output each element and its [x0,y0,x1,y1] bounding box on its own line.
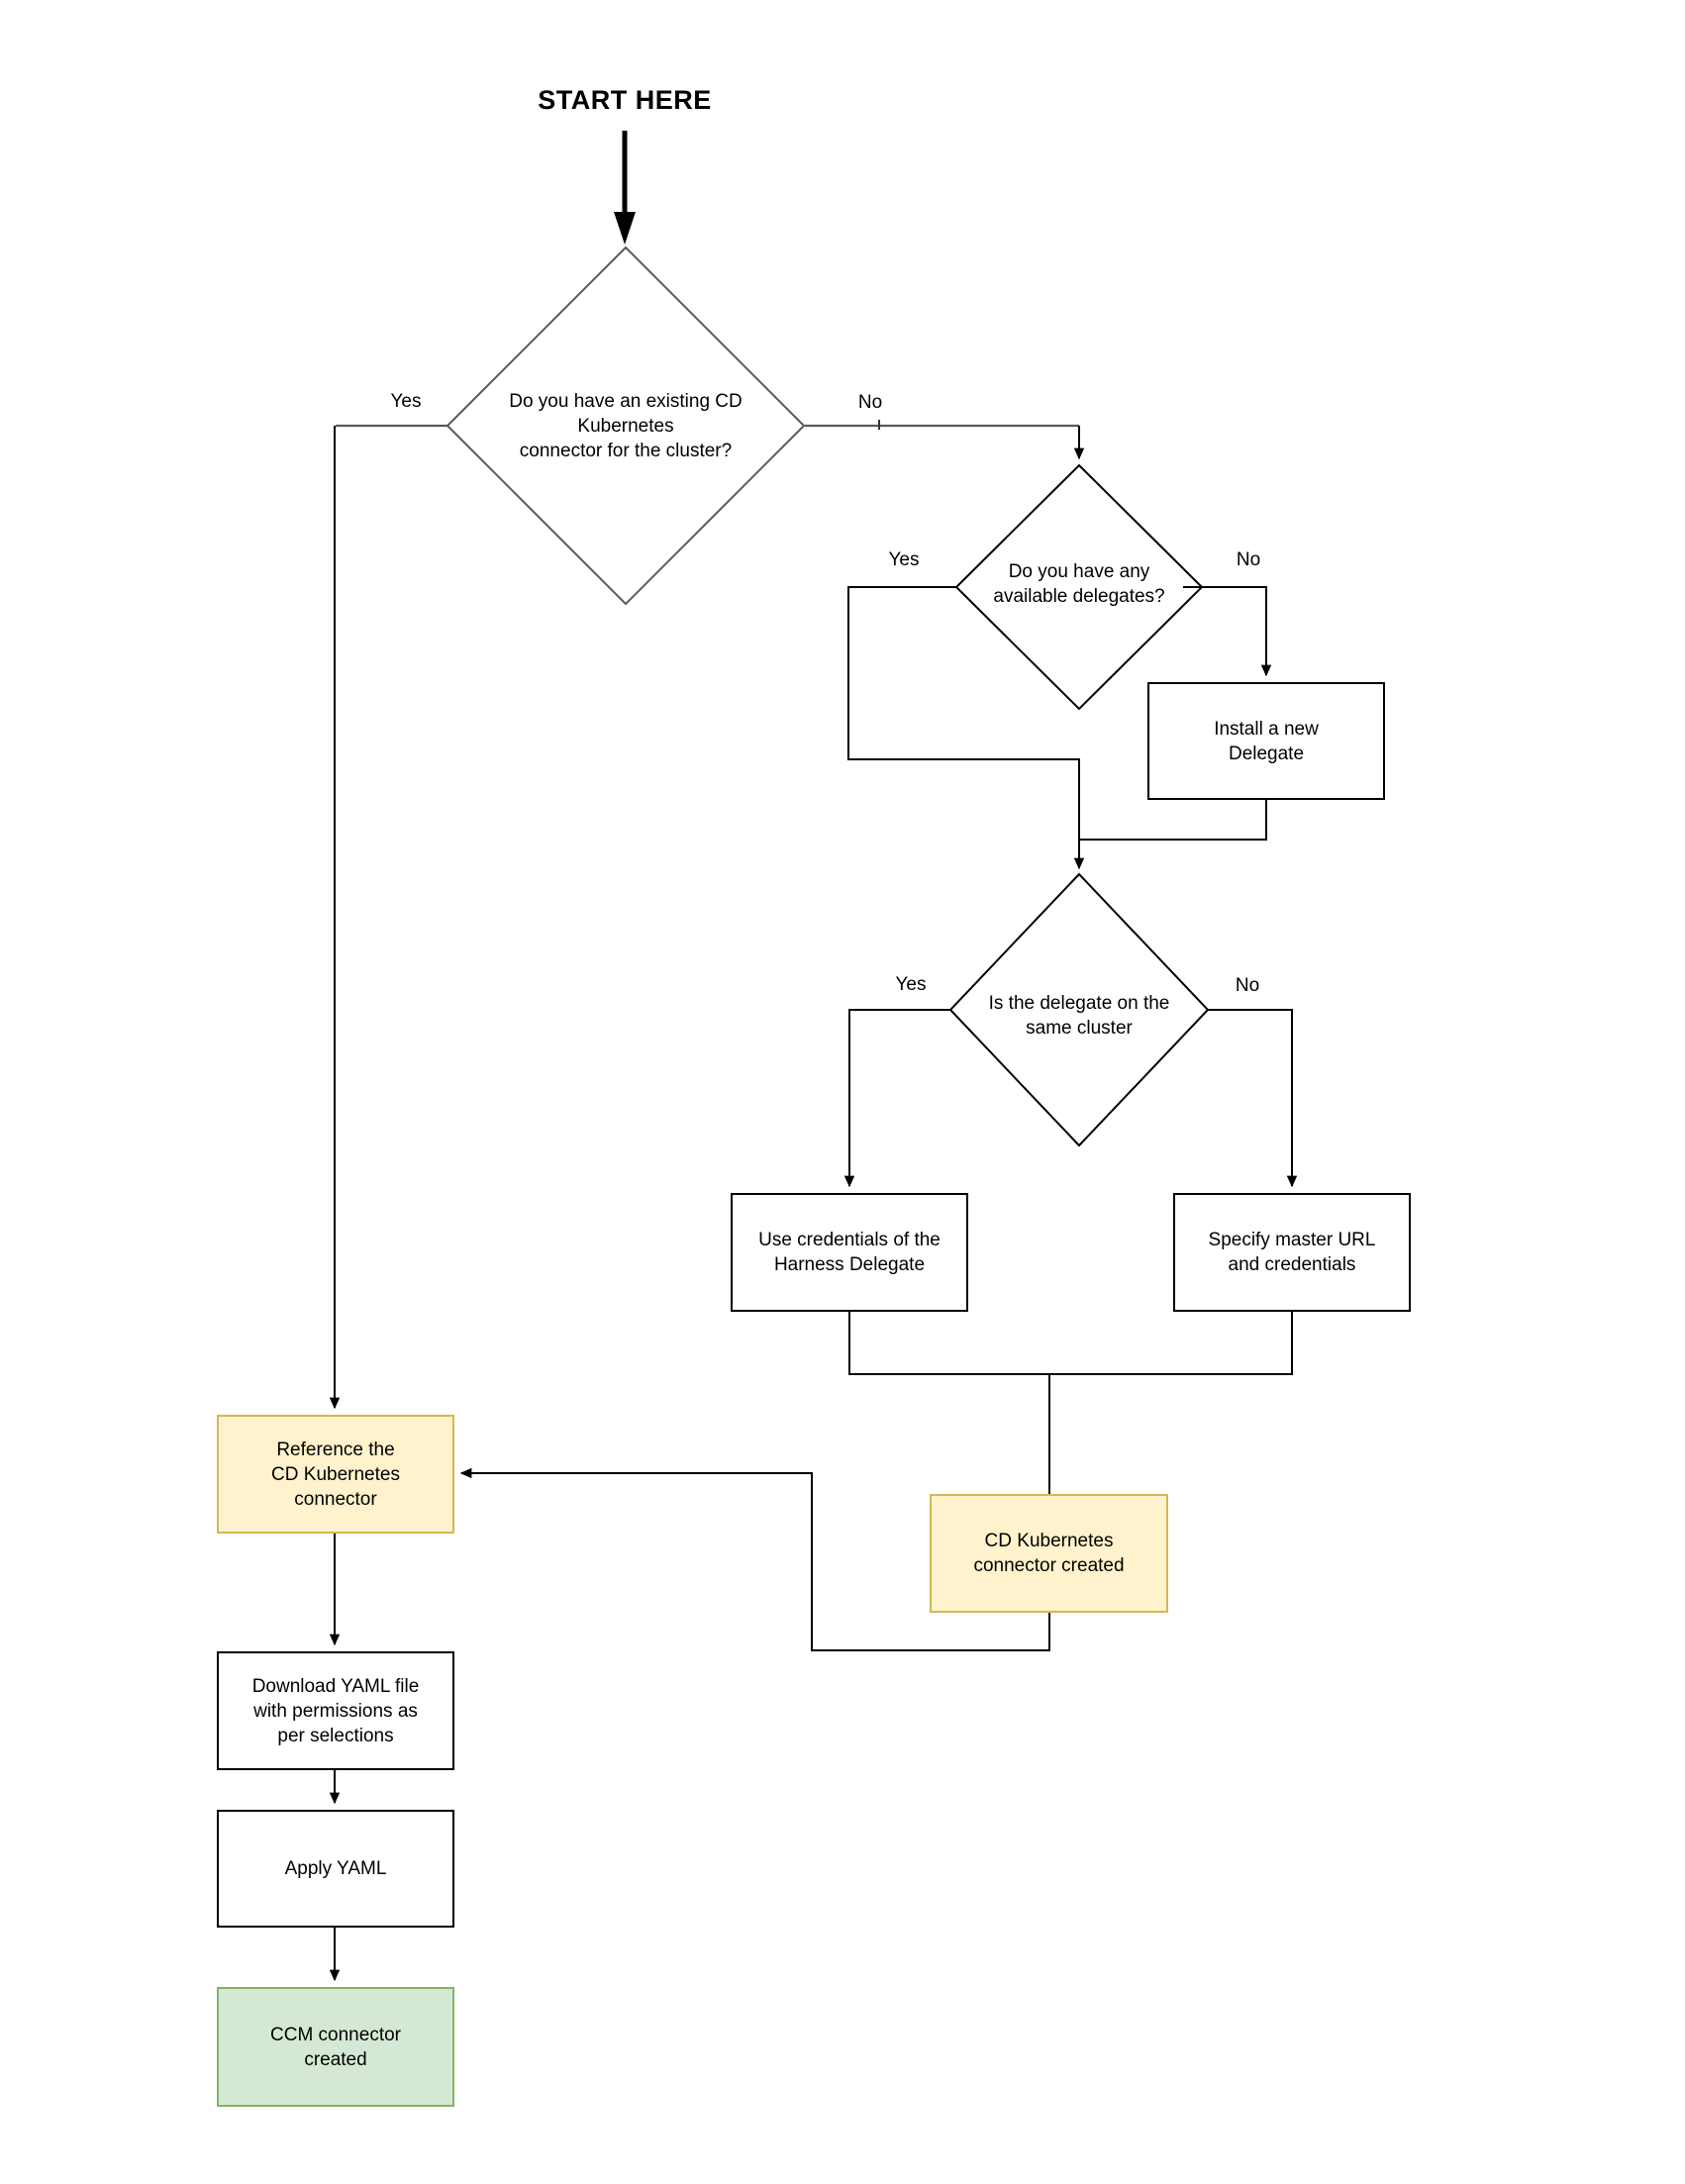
node-ccm-connector-created[interactable]: CCM connector created [217,1987,454,2107]
node-reference-connector-label: Reference the CD Kubernetes connector [271,1439,400,1510]
start-here-title: START HERE [538,85,712,115]
node-apply-yaml[interactable]: Apply YAML [217,1810,454,1928]
node-ccm-connector-created-label: CCM connector created [270,2024,401,2070]
decision-available-delegates[interactable]: Do you have any available delegates? [950,558,1208,610]
edge-label-d2-no: No [1236,549,1261,570]
edge-label-d1-no: No [857,392,883,413]
edge-merge-left [848,1312,1050,1375]
edge-merge-right [1048,1312,1293,1375]
node-use-credentials[interactable]: Use credentials of the Harness Delegate [731,1193,968,1312]
decision-existing-connector-shape [446,246,806,606]
node-download-yaml-label: Download YAML file with permissions as p… [251,1675,420,1746]
decision-available-delegates-shape [954,463,1204,711]
edge-label-d1-yes: Yes [390,391,422,412]
node-cd-connector-created[interactable]: CD Kubernetes connector created [930,1494,1168,1613]
node-cd-connector-created-label: CD Kubernetes connector created [973,1531,1125,1576]
start-arrow [614,131,636,245]
node-specify-master-url-label: Specify master URL and credentials [1208,1230,1376,1275]
node-specify-master-url[interactable]: Specify master URL and credentials [1173,1193,1411,1312]
edge-install-out [1078,800,1267,841]
edge-cd-to-reference [459,1467,1050,1651]
edge-label-d3-no: No [1235,975,1260,996]
edge-d3-no [1208,1009,1298,1188]
decision-same-cluster-shape [948,872,1210,1147]
node-install-delegate[interactable]: Install a new Delegate [1147,682,1385,800]
node-apply-yaml-label: Apply YAML [284,1858,387,1879]
node-install-delegate-label: Install a new Delegate [1214,718,1319,764]
edge-d2-yes [847,586,1080,760]
edge-label-d2-yes: Yes [888,549,920,570]
decision-existing-connector[interactable]: Do you have an existing CD Kubernetes co… [457,388,794,463]
edge-d3-yes [843,1009,950,1188]
node-use-credentials-label: Use credentials of the Harness Delegate [758,1230,941,1275]
edge-label-d3-yes: Yes [895,974,927,995]
decision-same-cluster[interactable]: Is the delegate on the same cluster [941,990,1218,1042]
decision-same-cluster-label: Is the delegate on the same cluster [988,993,1170,1039]
node-reference-connector[interactable]: Reference the CD Kubernetes connector [217,1415,454,1534]
edge-d2-no [1183,586,1272,677]
decision-existing-connector-label: Do you have an existing CD Kubernetes co… [509,390,743,461]
decision-available-delegates-label: Do you have any available delegates? [993,561,1165,607]
node-download-yaml[interactable]: Download YAML file with permissions as p… [217,1651,454,1770]
